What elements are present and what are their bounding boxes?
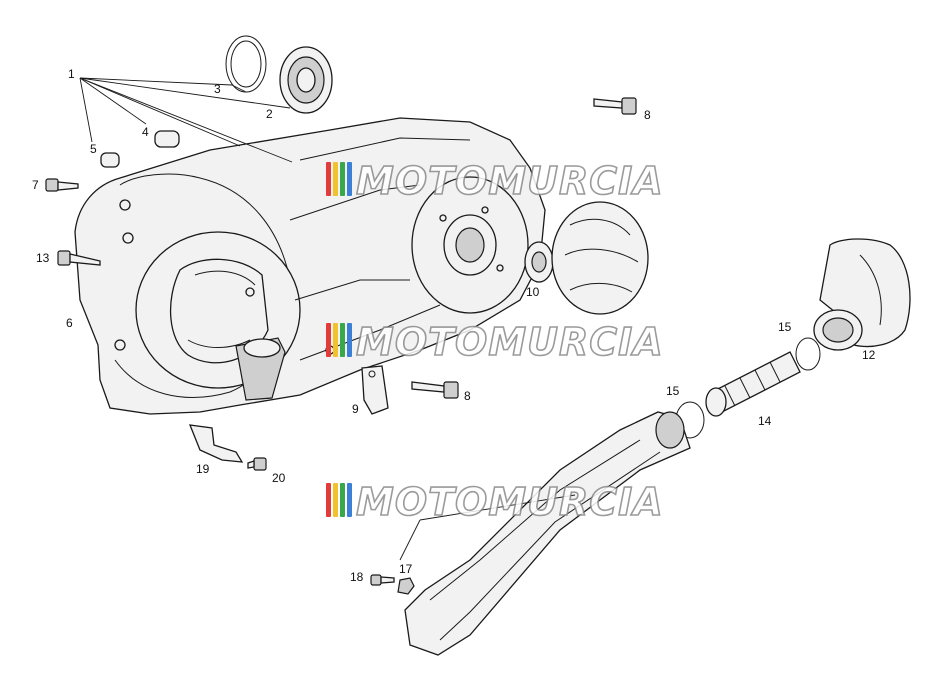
watermark-text: MOTOMURCIA <box>356 480 664 524</box>
callout-8-top: 8 <box>644 108 651 122</box>
watermark-stripe-blue <box>347 162 352 196</box>
leader-lines <box>79 77 576 561</box>
circlip <box>225 35 267 93</box>
callout-13: 13 <box>36 251 50 265</box>
transmission-cover <box>74 117 546 415</box>
callout-15-upper: 15 <box>778 320 792 334</box>
screw-7 <box>45 178 79 192</box>
watermark-bottom: MOTOMURCIA <box>326 479 664 525</box>
callouts: 1 2 3 4 5 6 7 8 8 9 10 12 13 14 15 15 17… <box>32 67 876 584</box>
callout-20: 20 <box>272 471 286 485</box>
callout-2: 2 <box>266 107 273 121</box>
watermark-stripe-yellow <box>333 323 338 357</box>
callout-15-lower: 15 <box>666 384 680 398</box>
callout-1: 1 <box>68 67 75 81</box>
callout-8-lower: 8 <box>464 389 471 403</box>
watermark-stripe-green <box>340 162 345 196</box>
callout-3: 3 <box>214 82 221 96</box>
watermark-stripe-yellow <box>333 483 338 517</box>
watermark-stripe-blue <box>347 323 352 357</box>
watermark-stripe-green <box>340 323 345 357</box>
bracket-9 <box>361 365 389 415</box>
callout-5: 5 <box>90 142 97 156</box>
callout-4: 4 <box>142 125 149 139</box>
air-intake-12 <box>813 238 911 351</box>
callout-14: 14 <box>758 414 772 428</box>
callout-18: 18 <box>350 570 364 584</box>
watermark-stripe-blue <box>347 483 352 517</box>
bearing <box>279 46 333 114</box>
screw-18 <box>370 574 395 586</box>
bushing-large <box>154 130 180 148</box>
callout-9: 9 <box>352 402 359 416</box>
cap-10 <box>524 241 554 283</box>
screw-20 <box>247 457 267 471</box>
watermark-middle: MOTOMURCIA <box>326 319 664 365</box>
callout-10: 10 <box>526 285 540 299</box>
screw-13 <box>57 250 101 266</box>
nut-17 <box>397 577 415 595</box>
callout-19: 19 <box>196 462 210 476</box>
watermark-stripe-red <box>326 162 331 196</box>
watermark-stripe-red <box>326 483 331 517</box>
watermark-text: MOTOMURCIA <box>356 159 664 203</box>
bolt-8-top <box>593 97 637 115</box>
callout-12: 12 <box>862 348 876 362</box>
round-cover-plate <box>551 201 649 315</box>
bolt-8-lower <box>411 381 459 399</box>
clip-19 <box>188 424 244 463</box>
bellows-duct-14 <box>705 351 801 417</box>
callout-6: 6 <box>66 316 73 330</box>
watermark-stripe-green <box>340 483 345 517</box>
callout-17: 17 <box>399 562 413 576</box>
watermark-text: MOTOMURCIA <box>356 320 664 364</box>
watermark-top: MOTOMURCIA <box>326 158 664 204</box>
hose-clamp-upper <box>795 337 821 371</box>
callout-7: 7 <box>32 178 39 192</box>
watermark-stripe-red <box>326 323 331 357</box>
long-air-duct-17 <box>404 411 691 656</box>
bushing-small <box>100 152 120 168</box>
watermark-stripe-yellow <box>333 162 338 196</box>
